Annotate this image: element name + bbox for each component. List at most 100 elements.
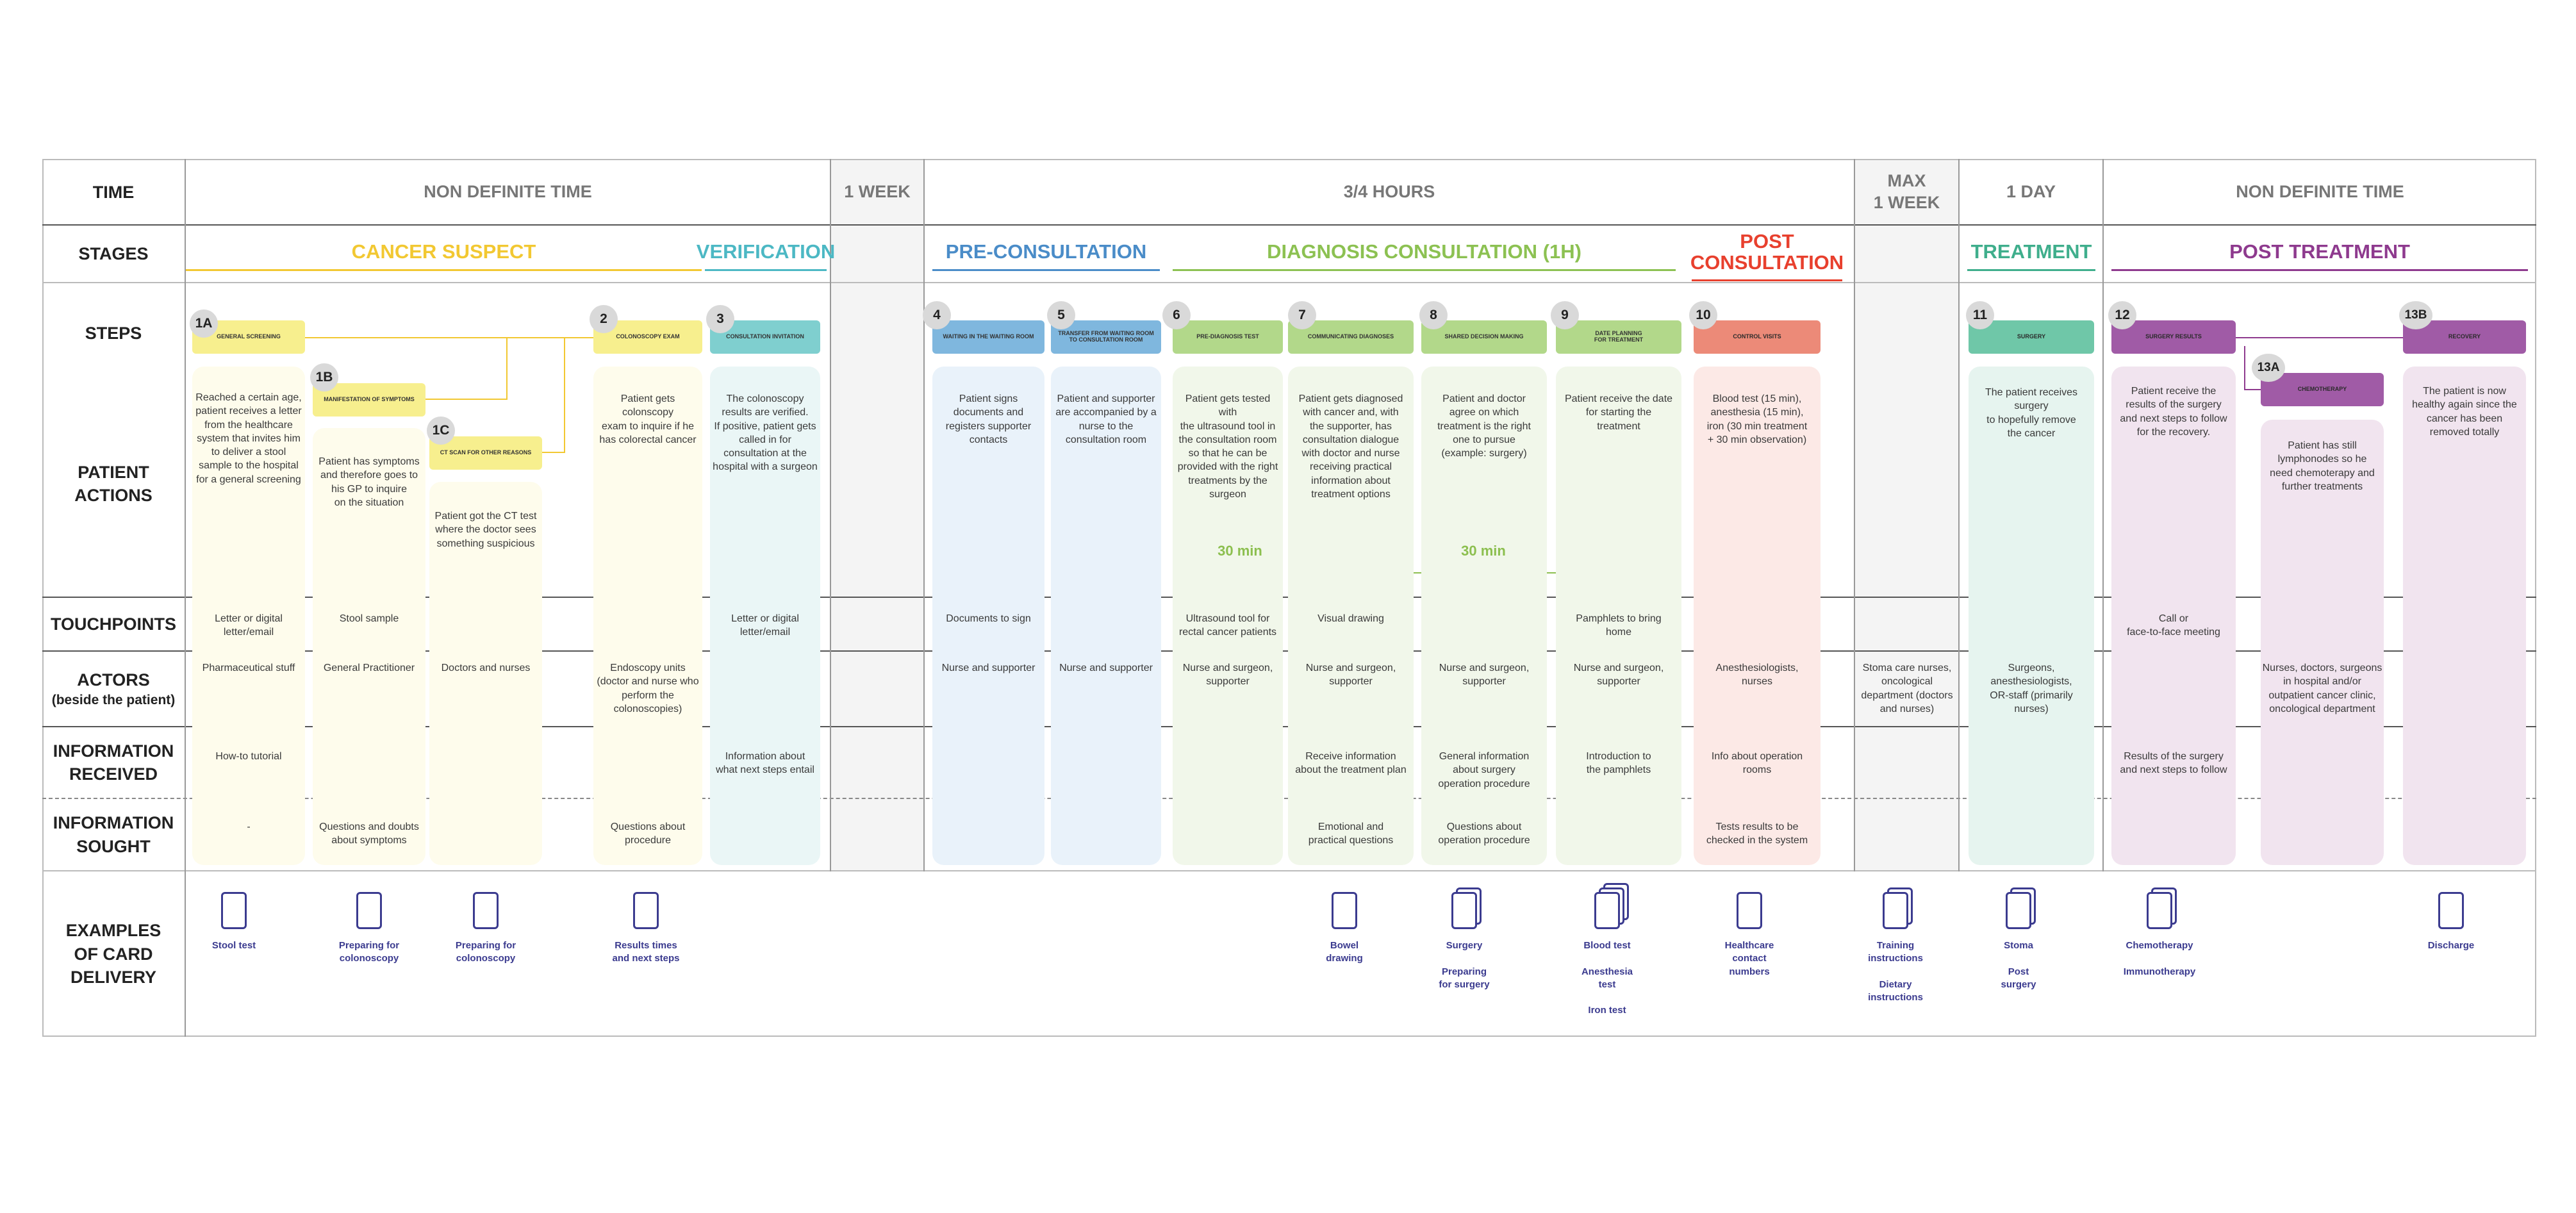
info-sought-text: Tests results to be checked in the syste… bbox=[1706, 821, 1808, 846]
stage-post-treatment: POST TREATMENT bbox=[2111, 231, 2528, 282]
row-label-card-delivery: EXAMPLES OF CARD DELIVERY bbox=[65, 921, 161, 987]
card-icon bbox=[2438, 892, 2464, 929]
step-column bbox=[1556, 367, 1681, 865]
card-icon bbox=[356, 892, 382, 929]
connector-1c-horizontal bbox=[542, 452, 565, 453]
connector-12-to-13a-vertical bbox=[2244, 346, 2245, 390]
touchpoint-text: Stool sample bbox=[339, 613, 399, 624]
touchpoint-text: Pamphlets to bring home bbox=[1576, 613, 1662, 638]
card-icon bbox=[221, 892, 247, 929]
touchpoint-text: Letter or digital letter/email bbox=[215, 613, 283, 638]
card-example[interactable]: Healthcare contact numbers bbox=[1698, 883, 1801, 1030]
info-received-text: Receive information about the treatment … bbox=[1295, 751, 1407, 776]
card-icon bbox=[473, 892, 499, 929]
actors-label: ACTORS bbox=[77, 670, 150, 689]
step-number-badge: 2 bbox=[590, 305, 618, 333]
row-label-info-received: INFORMATION RECEIVED bbox=[53, 741, 174, 784]
actors-sublabel: (beside the patient) bbox=[51, 693, 176, 708]
card-example[interactable]: Stool test bbox=[183, 883, 285, 1030]
step-number-badge: 10 bbox=[1689, 301, 1717, 329]
step-column bbox=[1421, 367, 1547, 865]
patient-action-text: The patient receives surgery to hopefull… bbox=[1985, 387, 2078, 439]
week-band-1 bbox=[830, 160, 923, 871]
patient-action-text: Patient receive the date for starting th… bbox=[1564, 393, 1673, 432]
card-example[interactable]: Surgery Preparing for surgery bbox=[1413, 883, 1515, 1030]
patient-action-text: Patient and supporter are accompanied by… bbox=[1055, 393, 1157, 445]
card-icon bbox=[1451, 892, 1477, 929]
step-number-badge: 9 bbox=[1551, 301, 1579, 329]
card-example[interactable]: Chemotherapy Immunotherapy bbox=[2108, 883, 2211, 1030]
step-column bbox=[1288, 367, 1414, 865]
connector-12-to-13b bbox=[2235, 337, 2403, 338]
stage-underline bbox=[1173, 268, 1676, 271]
card-label: Training instructions Dietary instructio… bbox=[1868, 940, 1923, 1003]
step-box: CONTROL VISITS bbox=[1694, 320, 1821, 354]
card-icon bbox=[2006, 892, 2031, 929]
card-example[interactable]: Preparing for colonoscopy bbox=[318, 883, 420, 1030]
actor-text: Nurse and surgeon, supporter bbox=[1439, 663, 1530, 688]
step-number-badge: 6 bbox=[1162, 301, 1191, 329]
card-example[interactable]: Preparing for colonoscopy bbox=[434, 883, 537, 1030]
actor-text: Surgeons, anesthesiologists, OR-staff (p… bbox=[1990, 663, 2073, 714]
card-label: Stoma Post surgery bbox=[2001, 940, 2036, 990]
card-icon bbox=[1883, 892, 1908, 929]
label-column-divider bbox=[185, 159, 186, 1037]
row-label-actors: ACTORS (beside the patient) bbox=[42, 652, 185, 726]
stage-cancer-suspect: CANCER SUSPECT bbox=[186, 231, 702, 282]
card-example[interactable]: Stoma Post surgery bbox=[1967, 883, 2070, 1030]
stage-label: CANCER SUSPECT bbox=[351, 240, 536, 263]
step-column bbox=[932, 367, 1044, 865]
info-received-text: General information about surgery operat… bbox=[1438, 751, 1530, 789]
info-sought-text: Questions about operation procedure bbox=[1438, 821, 1530, 846]
step-number-badge: 1A bbox=[190, 309, 218, 338]
step-box: COLONOSCOPY EXAM bbox=[593, 320, 702, 354]
step-number-badge: 12 bbox=[2108, 301, 2136, 329]
card-label: Stool test bbox=[211, 940, 256, 951]
step-number-badge: 1C bbox=[427, 417, 455, 445]
step-box: PRE-DIAGNOSIS TEST bbox=[1173, 320, 1283, 354]
step-number-badge: 3 bbox=[706, 305, 734, 333]
actor-text: General Practitioner bbox=[323, 663, 415, 673]
stage-underline bbox=[186, 268, 702, 271]
step-column bbox=[1969, 367, 2094, 865]
info-sought-text: - bbox=[247, 821, 251, 832]
card-example[interactable]: Blood test Anesthesia test Iron test bbox=[1556, 883, 1658, 1030]
actor-text: Nurses, doctors, surgeons in hospital an… bbox=[2262, 663, 2382, 714]
journey-frame bbox=[42, 159, 2536, 1037]
actor-text: Pharmaceutical stuff bbox=[202, 663, 295, 673]
stage-diagnosis-consultation: DIAGNOSIS CONSULTATION (1H) bbox=[1173, 231, 1676, 282]
step-box: DATE PLANNING FOR TREATMENT bbox=[1556, 320, 1681, 354]
card-icon bbox=[633, 892, 659, 929]
card-label: Chemotherapy Immunotherapy bbox=[2123, 940, 2196, 977]
actor-text: Anesthesiologists, nurses bbox=[1715, 663, 1799, 688]
row-label-patient-actions: PATIENT ACTIONS bbox=[74, 462, 153, 505]
step-column bbox=[2403, 367, 2526, 865]
stage-post-consultation: POST CONSULTATION bbox=[1690, 231, 1844, 282]
time-3-4-hours: 3/4 HOURS bbox=[1343, 182, 1435, 202]
card-example[interactable]: Bowel drawing bbox=[1293, 883, 1396, 1030]
card-example[interactable]: Results times and next steps bbox=[595, 883, 697, 1030]
card-example[interactable]: Training instructions Dietary instructio… bbox=[1844, 883, 1947, 1030]
card-label: Healthcare contact numbers bbox=[1724, 940, 1774, 977]
card-label: Surgery Preparing for surgery bbox=[1439, 940, 1490, 990]
patient-action-text: Patient signs documents and registers su… bbox=[945, 393, 1032, 445]
info-sought-text: Questions about procedure bbox=[610, 821, 686, 846]
step-number-badge: 13B bbox=[2399, 301, 2432, 329]
info-received-text: Introduction to the pamphlets bbox=[1586, 751, 1651, 776]
patient-action-text: Patient and doctor agree on which treatm… bbox=[1437, 393, 1531, 459]
touchpoint-text: Ultrasound tool for rectal cancer patien… bbox=[1178, 613, 1277, 638]
card-label: Bowel drawing bbox=[1326, 940, 1363, 964]
row-label-info-sought: INFORMATION SOUGHT bbox=[53, 813, 174, 856]
info-sought-text: Emotional and practical questions bbox=[1308, 821, 1394, 846]
card-label: Discharge bbox=[2427, 940, 2475, 951]
patient-action-text: Patient got the CT test where the doctor… bbox=[434, 511, 537, 549]
actor-text: Nurse and supporter bbox=[1059, 663, 1153, 673]
time-1-week: 1 WEEK bbox=[844, 182, 911, 202]
step-number-badge: 7 bbox=[1288, 301, 1316, 329]
row-label-steps: STEPS bbox=[85, 323, 142, 343]
patient-action-text: Patient has symptoms and therefore goes … bbox=[318, 456, 420, 508]
connector-1b-horizontal bbox=[425, 399, 508, 400]
card-icon bbox=[1737, 892, 1762, 929]
stage-pre-consultation: PRE-CONSULTATION bbox=[932, 231, 1160, 282]
card-example[interactable]: Discharge bbox=[2400, 883, 2502, 1030]
